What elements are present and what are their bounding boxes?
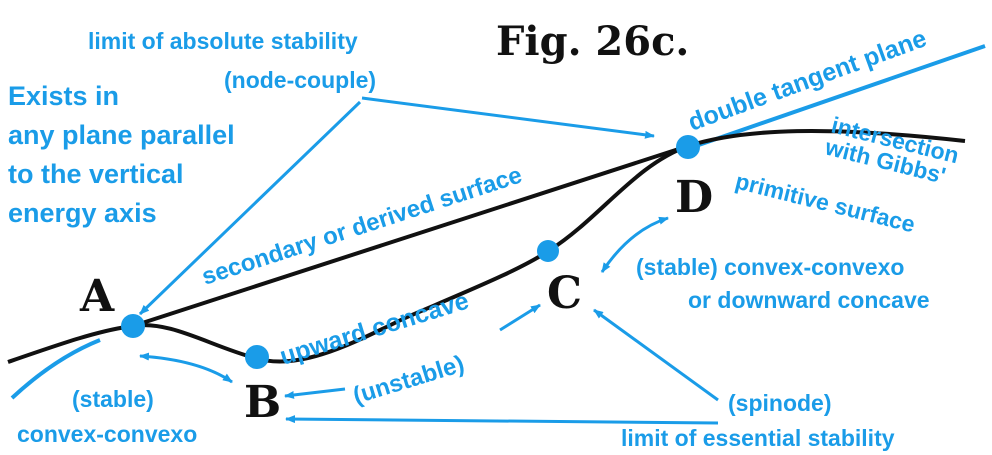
tangent-line-left-extension — [10, 338, 101, 400]
svg-text:to the vertical: to the vertical — [8, 159, 184, 189]
arrow-absolute-stability-to-a — [138, 100, 362, 316]
point-d-marker — [676, 135, 700, 159]
secondary-surface-line — [132, 144, 689, 328]
essential-stability-label: limit of essential stability — [621, 425, 895, 451]
unstable-label: (unstable) — [350, 350, 468, 409]
svg-text:convex-convexo: convex-convexo — [17, 421, 197, 447]
point-a-label: A — [79, 271, 115, 322]
arrow-left-stable-range — [139, 352, 233, 384]
double-tangent-label: double tangent plane — [684, 24, 930, 136]
svg-text:primitive surface: primitive surface — [733, 168, 918, 238]
svg-text:(stable): (stable) — [72, 386, 154, 412]
svg-text:energy axis: energy axis — [8, 198, 157, 228]
point-b-marker — [245, 345, 269, 369]
figure-title: Fig. 26c. — [496, 18, 689, 65]
arrow-essential-to-b — [285, 415, 719, 425]
point-a-marker — [121, 314, 145, 338]
arrow-unstable-to-c — [499, 303, 541, 332]
arrow-spinode-to-c — [593, 308, 719, 402]
spinode-label: (spinode) — [728, 390, 832, 416]
exists-note: Exists in any plane parallel to the vert… — [8, 81, 235, 228]
point-c-label: C — [547, 268, 582, 319]
svg-text:(stable) convex-convexo: (stable) convex-convexo — [636, 254, 904, 280]
svg-text:any plane parallel: any plane parallel — [8, 120, 235, 150]
arrow-right-stable-range — [600, 216, 669, 273]
secondary-surface-label: secondary or derived surface — [199, 162, 526, 291]
absolute-stability-label: limit of absolute stability (node-couple… — [88, 28, 376, 93]
svg-text:(node-couple): (node-couple) — [224, 67, 376, 93]
svg-text:Exists in: Exists in — [8, 81, 119, 111]
point-d-label: D — [675, 172, 713, 223]
arrow-absolute-stability-to-d — [361, 96, 655, 139]
stable-convex-left-label: (stable) convex-convexo — [17, 386, 197, 447]
point-c-marker — [537, 240, 559, 262]
stable-convex-right-label: (stable) convex-convexo or downward conc… — [636, 254, 930, 313]
tangent-line-right-extension — [689, 44, 986, 150]
arrow-unstable-to-b — [284, 387, 346, 399]
svg-text:limit of absolute stability: limit of absolute stability — [88, 28, 358, 54]
svg-text:or downward concave: or downward concave — [688, 287, 930, 313]
point-b-label: B — [244, 377, 281, 428]
